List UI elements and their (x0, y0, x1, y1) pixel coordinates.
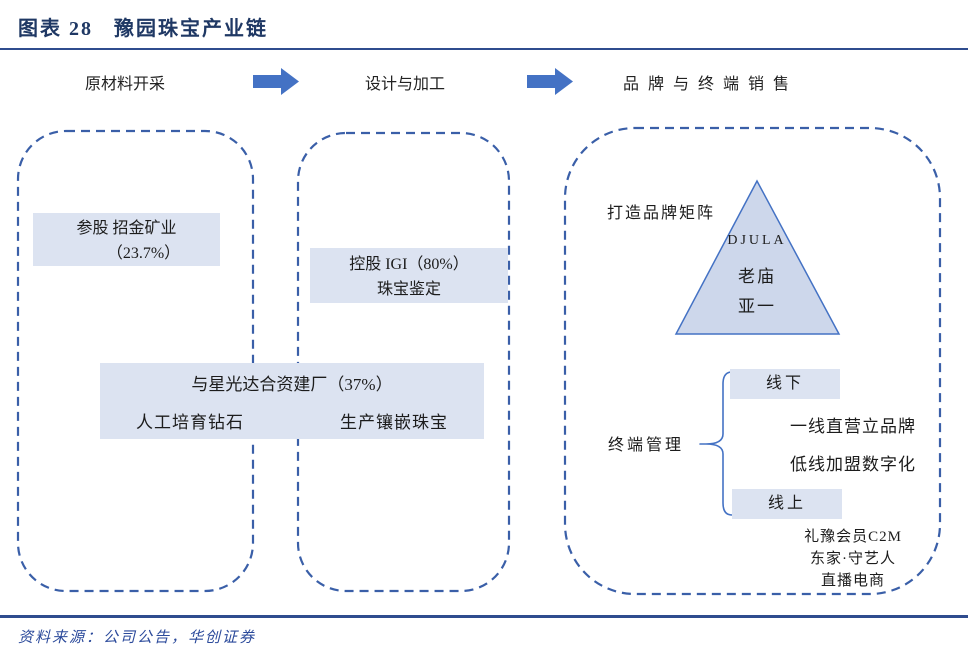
igi-holding-line1: 控股 IGI（80%） (349, 256, 469, 273)
online-strategy-item: 东家·守艺人 (810, 551, 896, 567)
offline-channel-label: 线下 (765, 375, 804, 392)
source-note: 资料来源：公司公告，华创证券 (18, 630, 257, 646)
pyramid-brand-yayi: 亚一 (738, 297, 776, 316)
terminal-brace (699, 371, 733, 516)
title-rule (0, 48, 968, 50)
stage-label-brand-sales: 品牌与终端销售 (623, 76, 799, 93)
brand-pyramid-triangle (674, 179, 841, 335)
pyramid-brand-djula: DJULA (727, 233, 787, 248)
offline-strategy-item: 一线直营立品牌 (790, 417, 916, 436)
upstream-column-outline (16, 129, 255, 593)
midstream-column-outline (296, 131, 511, 593)
offline-channel-box: 线下 (730, 369, 840, 399)
online-strategy-item: 礼豫会员C2M (804, 529, 902, 545)
online-strategy-list: 礼豫会员C2M 东家·守艺人 直播电商 (768, 526, 938, 592)
igi-holding-box: 控股 IGI（80%） 珠宝鉴定 (310, 248, 508, 303)
joint-venture-left-item: 人工培育钻石 (136, 413, 244, 432)
igi-holding-line2: 珠宝鉴定 (376, 281, 441, 298)
stage-label-raw-materials: 原材料开采 (85, 76, 166, 93)
joint-venture-right-item: 生产镶嵌珠宝 (340, 413, 448, 432)
flow-arrow-icon-2 (527, 68, 573, 95)
mining-stake-line1: 参股 招金矿业 (76, 220, 177, 237)
online-strategy-item: 直播电商 (820, 573, 885, 589)
brand-matrix-label: 打造品牌矩阵 (607, 205, 716, 222)
joint-venture-title: 与星光达合资建厂（37%） (191, 375, 393, 394)
online-channel-label: 线上 (767, 495, 806, 512)
pyramid-brand-laomiao: 老庙 (738, 267, 776, 286)
online-channel-box: 线上 (732, 489, 842, 519)
flow-arrow-icon-1 (253, 68, 299, 95)
offline-strategy-item: 低线加盟数字化 (790, 455, 916, 474)
stage-label-design-processing: 设计与加工 (365, 76, 446, 93)
mining-stake-box: 参股 招金矿业 （23.7%） (33, 213, 220, 266)
terminal-management-label: 终端管理 (608, 437, 685, 454)
figure-title: 图表 28 豫园珠宝产业链 (18, 18, 268, 40)
source-rule (0, 615, 968, 618)
joint-venture-box: 与星光达合资建厂（37%） 人工培育钻石 生产镶嵌珠宝 (100, 363, 484, 439)
mining-stake-line2: （23.7%） (106, 245, 181, 262)
